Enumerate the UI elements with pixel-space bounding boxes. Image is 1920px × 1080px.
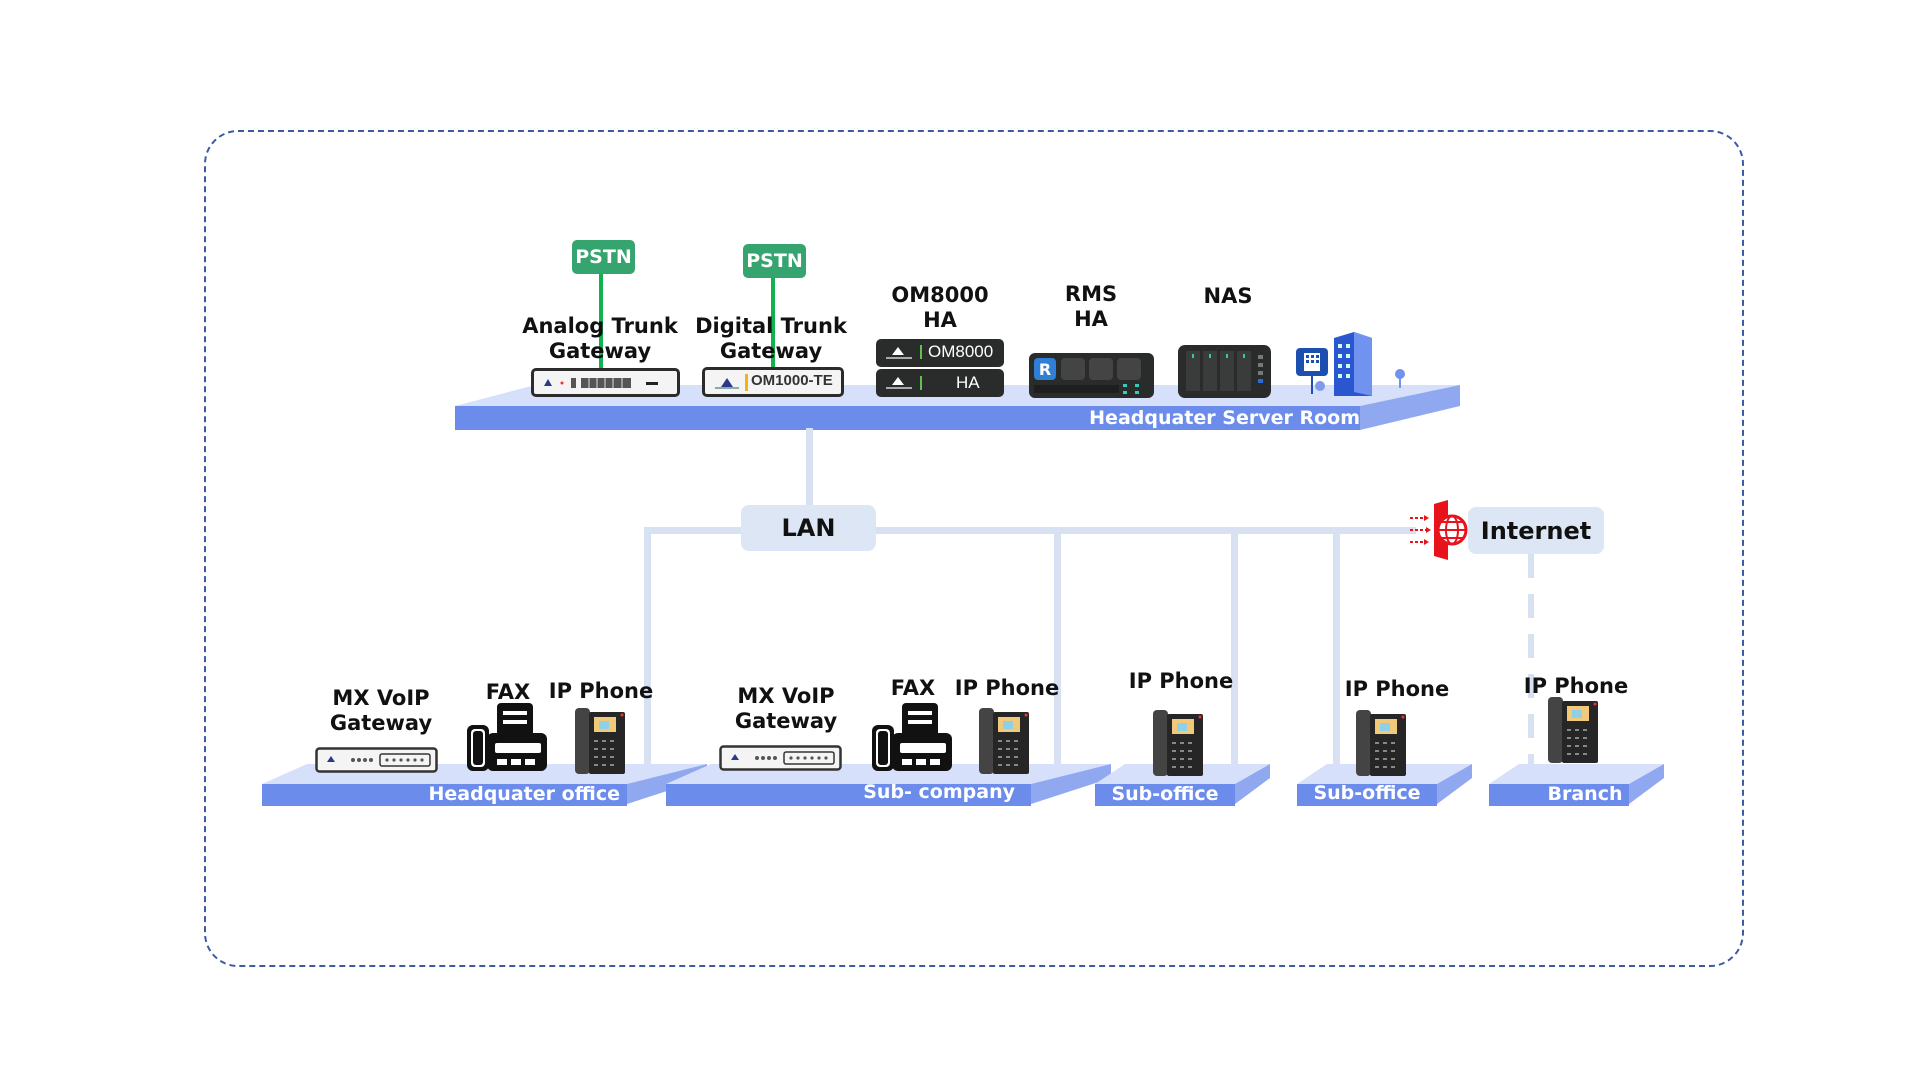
server-to-lan-wire <box>806 428 813 506</box>
nas-label: NAS <box>1204 284 1253 309</box>
sub-company-ip-phone-icon <box>979 708 1029 774</box>
hq-ip-phone-label: IP Phone <box>548 679 654 703</box>
om8000-unit: OM8000 <box>876 339 1004 367</box>
hq-fax-label: FAX <box>485 680 531 704</box>
sub-company-fax-icon <box>872 703 952 771</box>
new-rock-logo-icon <box>886 347 912 359</box>
sub-office-1-platform <box>1095 764 1270 806</box>
status-led <box>920 345 922 359</box>
site-label-sub-office-2: Sub-office <box>1313 782 1421 804</box>
rms-ha-label: RMS HA <box>1065 282 1117 332</box>
branch-platform <box>1489 764 1664 806</box>
label-line2: Gateway <box>734 709 838 733</box>
pstn-line-digital <box>771 276 775 372</box>
digital-label-line1: Digital Trunk <box>695 314 847 338</box>
hq-mx-gateway-label: MX VoIP Gateway <box>330 686 432 736</box>
analog-trunk-gateway-device <box>531 368 680 397</box>
building-icon <box>1296 332 1405 396</box>
label-line2: Gateway <box>329 711 433 735</box>
digital-trunk-gateway-device: OM1000-TE <box>702 367 844 397</box>
internet-to-branch-dashed-wire <box>1528 554 1534 764</box>
wire-sub-office-1 <box>1231 527 1238 764</box>
analog-gateway-ports-icon <box>544 378 658 388</box>
branch-ip-phone-icon <box>1548 697 1598 763</box>
nas-label-line1: NAS <box>1203 284 1253 308</box>
site-label-branch: Branch <box>1547 783 1623 805</box>
lan-backbone-wire <box>646 527 1416 534</box>
diagram-frame <box>204 130 1744 967</box>
status-led <box>920 376 922 390</box>
sub-company-ip-phone-label: IP Phone <box>954 676 1060 700</box>
om8000-label-line1: OM8000 <box>891 283 989 307</box>
om8000-ha-label: OM8000 HA <box>891 283 988 333</box>
label-line1: MX VoIP <box>332 686 430 710</box>
svg-text:R: R <box>1039 360 1051 379</box>
sub-office-1-ip-phone-icon <box>1153 710 1203 776</box>
hq-ip-phone-icon <box>575 708 625 774</box>
ha-unit-label: HA <box>956 373 980 392</box>
label-line1: MX VoIP <box>737 684 835 708</box>
sub-company-fax-label: FAX <box>890 676 936 700</box>
nas-device <box>1178 345 1271 398</box>
digital-label-line2: Gateway <box>719 339 823 363</box>
rms-label-line2: HA <box>1074 307 1108 331</box>
new-rock-logo-icon <box>886 377 912 389</box>
rms-label-line1: RMS <box>1064 282 1118 306</box>
hq-mx-voip-gateway-device <box>315 747 438 773</box>
om8000-unit-label: OM8000 <box>928 342 994 361</box>
digital-trunk-gateway-label: Digital Trunk Gateway <box>695 314 847 364</box>
sub-company-mx-voip-gateway-device <box>719 745 842 771</box>
sub-office-2-ip-phone-label: IP Phone <box>1344 677 1450 701</box>
branch-ip-phone-label: IP Phone <box>1523 674 1629 698</box>
sub-office-2-ip-phone-icon <box>1356 710 1406 776</box>
pstn-badge-digital: PSTN <box>743 244 806 278</box>
pstn-line-analog <box>599 272 603 372</box>
rms-server-device: R <box>1029 353 1154 398</box>
om8000-label-line2: HA <box>923 308 957 332</box>
site-label-sub-office-1: Sub-office <box>1111 783 1219 805</box>
lan-node: LAN <box>741 505 876 551</box>
analog-label-line2: Gateway <box>548 339 652 363</box>
internet-node: Internet <box>1468 507 1604 554</box>
analog-trunk-gateway-label: Analog Trunk Gateway <box>522 314 678 364</box>
wire-hq-office <box>644 527 651 764</box>
pstn-badge-analog: PSTN <box>572 240 635 274</box>
sub-company-mx-gateway-label: MX VoIP Gateway <box>735 684 837 734</box>
wire-sub-company <box>1054 527 1061 764</box>
sub-office-1-ip-phone-label: IP Phone <box>1128 669 1234 693</box>
ha-unit: HA <box>876 369 1004 397</box>
hq-fax-icon <box>467 703 547 771</box>
analog-label-line1: Analog Trunk <box>522 314 678 338</box>
om1000-model-label: OM1000-TE <box>751 372 833 389</box>
new-rock-logo-icon <box>715 378 739 389</box>
site-label-hq-office: Headquater office <box>428 783 620 805</box>
wire-sub-office-2 <box>1333 527 1340 764</box>
model-divider <box>745 374 748 391</box>
firewall-icon <box>1410 500 1468 560</box>
site-label-sub-company: Sub- company <box>863 781 1015 803</box>
server-room-label: Headquater Server Room <box>1089 407 1360 429</box>
